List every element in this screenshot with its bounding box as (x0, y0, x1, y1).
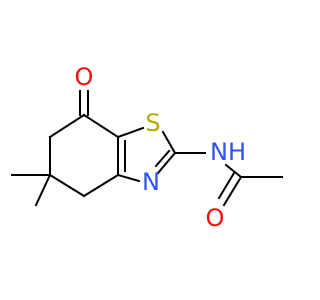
atom-label-layer: O S N NH O (75, 63, 246, 232)
thiazole-sulfur-label: S (145, 109, 160, 137)
bond-amide-co-2 (217, 171, 236, 200)
ketone-oxygen-label: O (75, 63, 94, 91)
bond-s-c2 (161, 130, 177, 155)
amide-oxygen-label: O (206, 204, 225, 232)
bond-c4-c3a (82, 173, 120, 198)
bond-c7a-c7 (82, 113, 120, 139)
structure-diagram: O S N NH O (11, 63, 283, 232)
bond-c5-c4 (48, 173, 86, 198)
thiazole-nitrogen-label: N (142, 168, 160, 196)
bond-layer (11, 90, 283, 207)
molecule-canvas: O S N NH O (11, 63, 283, 232)
amide-nh-label: NH (210, 138, 246, 166)
bond-c2-n3-inner (154, 149, 171, 168)
bond-amide-co-1 (222, 175, 243, 207)
bond-n3-c3a (116, 173, 141, 183)
bond-c7a-s (116, 126, 145, 139)
bond-nh-carbonyl (224, 163, 243, 179)
bond-c5-methyl-b (34, 173, 52, 207)
bond-c7-c6 (48, 113, 86, 139)
bond-c2-n3 (156, 151, 177, 175)
